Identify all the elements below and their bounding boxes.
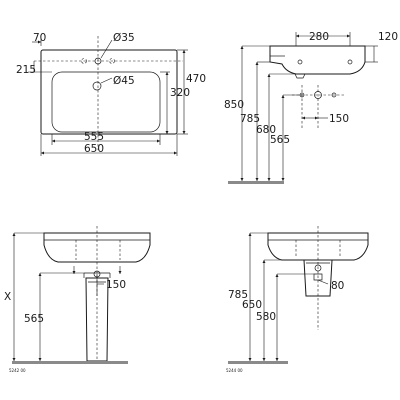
floor-pedestal xyxy=(12,361,128,364)
dim-label-650: 650 xyxy=(84,143,104,155)
dim-label-120: 120 xyxy=(378,31,398,43)
dim-label-470: 470 xyxy=(186,73,206,85)
dim-label-580-semi: 580 xyxy=(256,311,276,323)
dim-label-320: 320 xyxy=(170,87,190,99)
dim-label-d35: Ø35 xyxy=(113,32,135,44)
dim-label-555: 555 xyxy=(84,131,104,143)
drain-hole xyxy=(92,81,102,91)
pedestal-view: X 565 150 5242 00 xyxy=(4,226,151,373)
basin-front-semi xyxy=(267,232,369,261)
side-view: 280 120 850 785 680 565 150 xyxy=(224,31,398,184)
floor-side xyxy=(228,181,284,184)
top-view: 70 Ø35 215 Ø45 470 320 555 650 xyxy=(16,32,206,156)
dim-label-70: 70 xyxy=(33,32,46,44)
dim-label-785-semi: 785 xyxy=(228,289,248,301)
dim-label-d45: Ø45 xyxy=(113,75,135,87)
dim-label-680: 680 xyxy=(256,124,276,136)
drawing-code-pedestal: 5242 00 xyxy=(9,368,26,373)
dim-label-150-pedestal: 150 xyxy=(106,279,126,291)
waste-fitting-semi xyxy=(314,264,322,272)
semi-pedestal-view: 785 650 580 80 5244 00 xyxy=(226,226,369,373)
dim-label-565: 565 xyxy=(270,134,290,146)
dim-label-215: 215 xyxy=(16,64,36,76)
dim-label-850: 850 xyxy=(224,99,244,111)
drawing-code-semi: 5244 00 xyxy=(226,368,243,373)
supply-fitting-right xyxy=(331,92,337,98)
dim-label-565-pedestal: 565 xyxy=(24,313,44,325)
dim-label-280: 280 xyxy=(309,31,329,43)
dim-label-650-semi: 650 xyxy=(242,299,262,311)
semi-pedestal xyxy=(303,259,333,297)
basin-bowl xyxy=(51,71,161,133)
tap-hole-side-left xyxy=(81,58,87,64)
floor-semi xyxy=(228,361,288,364)
basin-front xyxy=(43,232,151,263)
tap-hole-side-right xyxy=(109,58,115,64)
dim-label-80: 80 xyxy=(331,280,344,292)
dim-label-x: X xyxy=(4,291,11,303)
dim-label-785: 785 xyxy=(240,113,260,125)
dim-label-150: 150 xyxy=(329,113,349,125)
basin-outline xyxy=(40,49,178,135)
basin-profile xyxy=(269,45,366,75)
